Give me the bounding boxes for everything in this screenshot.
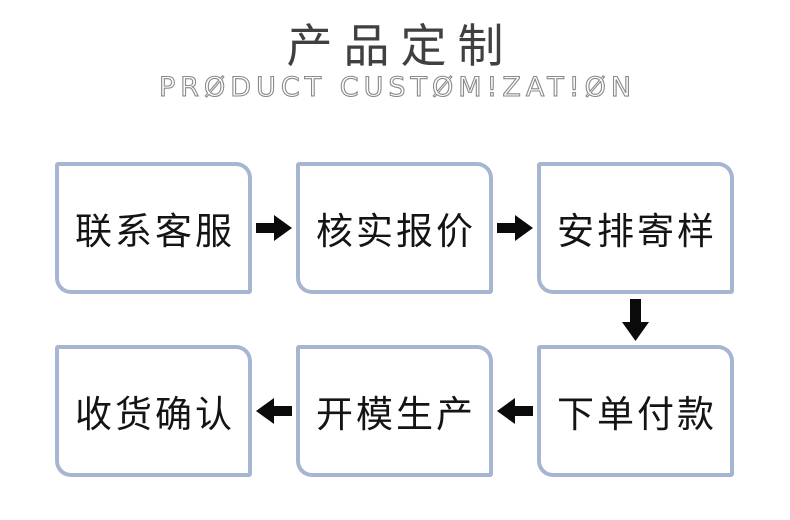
page-title: 产品定制 bbox=[286, 21, 515, 72]
arrow-right-icon bbox=[497, 215, 533, 246]
flow-step-mold-production: 开模生产 bbox=[296, 345, 493, 477]
arrow-right-icon bbox=[256, 215, 292, 246]
flow-step-label: 核实报价 bbox=[316, 212, 476, 253]
flow-step-verify-quote: 核实报价 bbox=[296, 162, 493, 294]
arrow-left-icon bbox=[256, 398, 292, 429]
flow-step-receipt-confirm: 收货确认 bbox=[55, 345, 252, 477]
flow-step-label: 下单付款 bbox=[557, 395, 717, 436]
arrow-left-icon bbox=[497, 398, 533, 429]
flow-step-label: 安排寄样 bbox=[557, 212, 717, 253]
page-subtitle: PRØDUCT CUSTØM!ZAT!ØN bbox=[158, 71, 637, 103]
arrow-down-icon bbox=[622, 299, 649, 346]
flow-step-label: 开模生产 bbox=[316, 395, 476, 436]
flow-step-place-order-pay: 下单付款 bbox=[537, 345, 734, 477]
flow-step-arrange-sample: 安排寄样 bbox=[537, 162, 734, 294]
flow-step-contact-service: 联系客服 bbox=[55, 162, 252, 294]
flow-step-label: 联系客服 bbox=[75, 212, 235, 253]
flow-step-label: 收货确认 bbox=[75, 395, 235, 436]
